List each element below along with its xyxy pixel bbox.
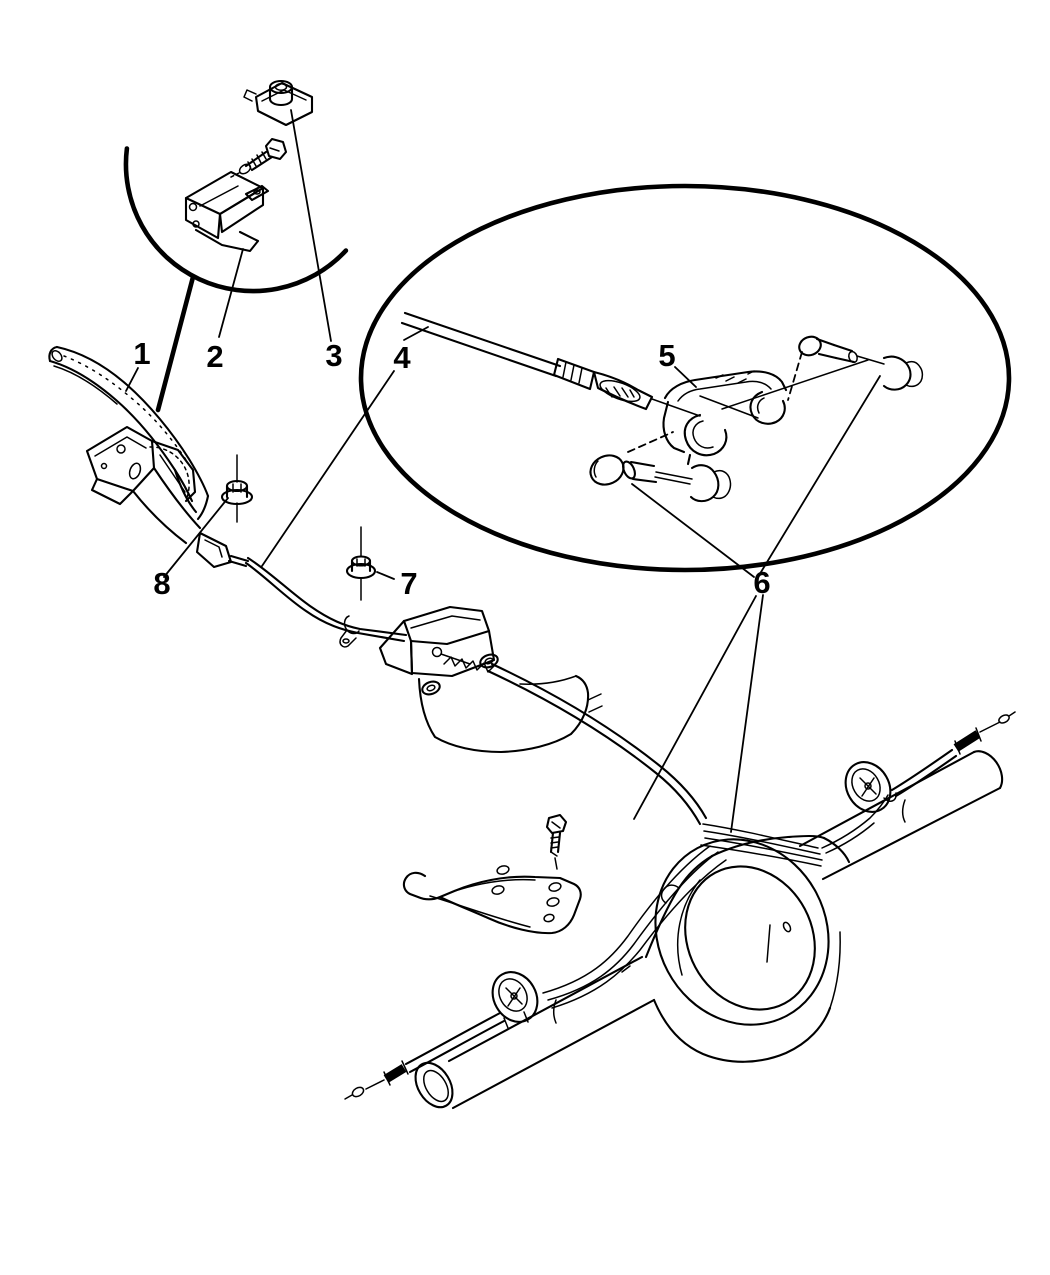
cable-bracket-left xyxy=(491,971,539,1029)
axle-mount-bracket xyxy=(402,813,582,935)
callout-6-rear-cables: 6 xyxy=(753,565,770,600)
callout-2-bracket: 2 xyxy=(206,339,223,374)
cable-end-right xyxy=(787,335,924,401)
front-cable xyxy=(244,556,408,648)
callout-7-nut: 7 xyxy=(400,566,417,601)
leader-lines xyxy=(125,109,881,833)
cable-nut-8 xyxy=(220,454,254,523)
cable-end-lower xyxy=(589,431,732,503)
cable-bracket-right xyxy=(844,761,897,813)
detail-circle xyxy=(123,146,349,413)
callout-labels: 1 2 3 4 5 6 7 8 xyxy=(133,336,770,601)
floor-bracket xyxy=(378,605,603,754)
callout-5-equalizer: 5 xyxy=(658,338,675,373)
callout-1-lever: 1 xyxy=(133,336,150,371)
rear-cables xyxy=(486,662,708,826)
callout-3-clip-nut: 3 xyxy=(325,338,342,373)
cable-nut-7 xyxy=(345,526,377,601)
front-cable-detail xyxy=(400,311,701,417)
mounting-bracket xyxy=(184,137,288,253)
clip-nut xyxy=(243,79,314,127)
magnified-view xyxy=(358,183,1012,573)
rear-axle xyxy=(344,711,1016,1110)
cable-equalizer xyxy=(662,359,869,466)
callout-4-front-cable: 4 xyxy=(393,340,411,375)
callout-8-nut: 8 xyxy=(153,566,170,601)
parking-brake-lever xyxy=(48,345,250,569)
